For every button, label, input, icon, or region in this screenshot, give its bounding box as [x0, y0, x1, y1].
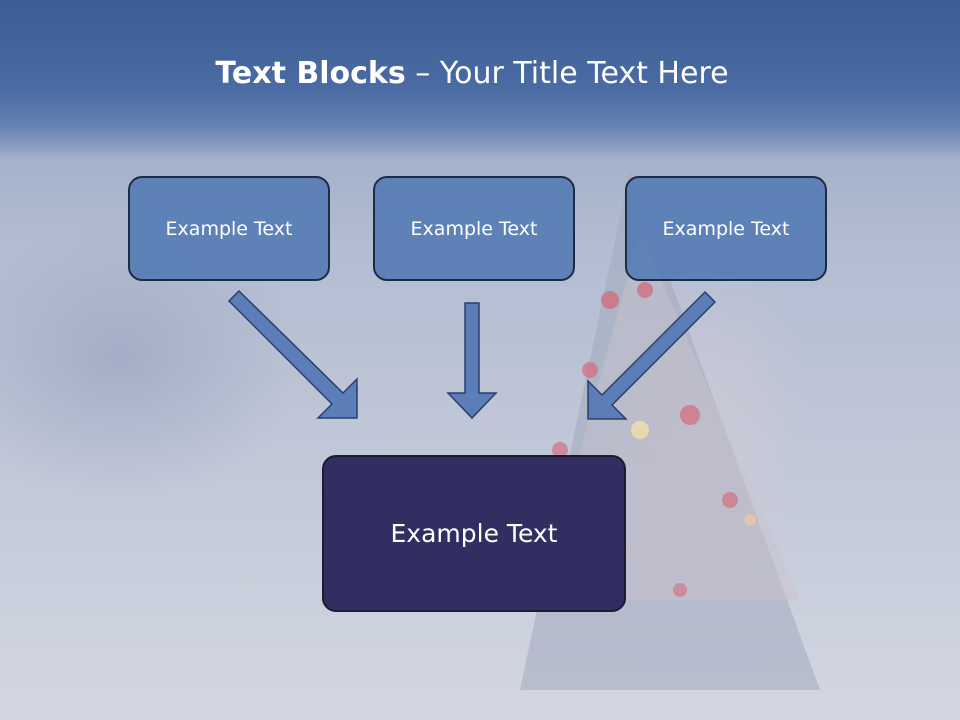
title-bar	[0, 0, 960, 160]
title-rest-part: Your Title Text Here	[439, 56, 729, 91]
result-block-label: Example Text	[390, 519, 558, 548]
text-block-3-label: Example Text	[662, 217, 790, 240]
result-block[interactable]: Example Text	[322, 455, 626, 612]
arrow-center-down	[446, 302, 498, 420]
text-block-3[interactable]: Example Text	[625, 176, 827, 281]
title-bold-part: Text Blocks	[215, 56, 406, 91]
text-block-2-label: Example Text	[410, 217, 538, 240]
text-block-1-label: Example Text	[165, 217, 293, 240]
slide-title: Text Blocks – Your Title Text Here	[0, 52, 944, 96]
arrow-left-to-center	[227, 289, 358, 419]
text-block-2[interactable]: Example Text	[373, 176, 575, 281]
arrow-right-to-center	[587, 290, 717, 420]
title-separator: –	[405, 56, 440, 91]
text-block-1[interactable]: Example Text	[128, 176, 330, 281]
